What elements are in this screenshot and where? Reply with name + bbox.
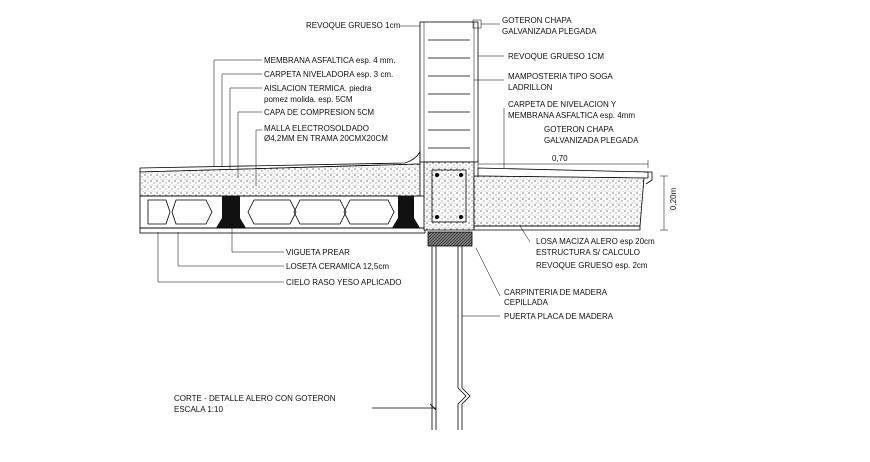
- label-goteron-chapa-top-b: GALVANIZADA PLEGADA: [502, 27, 597, 36]
- ceiling-plaster: [139, 227, 426, 234]
- label-dim-020: 0,20m: [669, 187, 678, 210]
- label-aislacion-1: AISLACION TERMICA. piedra: [264, 84, 372, 93]
- leader-lines: [157, 23, 531, 317]
- label-goteron-chapa-top: GOTERON CHAPA: [502, 16, 572, 25]
- label-revoque-grueso-1cm: REVOQUE GRUESO 1CM: [508, 52, 604, 61]
- label-mamposteria-2: LADRILLON: [508, 83, 553, 92]
- drawing-scale: ESCALA 1:10: [174, 405, 223, 414]
- label-carpinteria-1: CARPINTERIA DE MADERA: [504, 288, 608, 297]
- label-cielo-raso: CIELO RASO YESO APLICADO: [286, 278, 401, 287]
- label-membrana: MEMBRANA ASFALTICA esp. 4 mm.: [264, 56, 395, 65]
- compression-layer: [139, 163, 421, 197]
- label-carpinteria-2: CEPILLADA: [504, 298, 549, 307]
- label-goteron-chapa-2: GOTERON CHAPA: [544, 125, 614, 134]
- label-vigueta: VIGUETA PREAR: [286, 248, 350, 257]
- label-dim-070: 0,70: [552, 154, 568, 163]
- label-malla-1: MALLA ELECTROSOLDADO: [264, 124, 369, 133]
- label-revoque-grueso-2cm: REVOQUE GRUESO esp. 2cm: [536, 261, 648, 270]
- door-jamb: [372, 246, 471, 430]
- label-revoque-grueso-top: REVOQUE GRUESO 1cm: [306, 21, 401, 30]
- goteron-edge: [644, 171, 653, 185]
- label-goteron-chapa-2b: GALVANIZADA PLEGADA: [544, 136, 639, 145]
- wood-frame: [427, 231, 473, 247]
- vigueta-1: [216, 196, 246, 228]
- label-aislacion-2: pomez molida. esp. 5CM: [264, 95, 353, 104]
- label-carpeta-nivelacion-1: CARPETA DE NIVELACION Y: [508, 100, 617, 109]
- label-capa-compresion: CAPA DE COMPRESION 5CM: [264, 108, 374, 117]
- label-malla-2: Ø4,2MM EN TRAMA 20CMX20CM: [264, 134, 388, 143]
- dimensions: [477, 160, 668, 231]
- label-mamposteria-1: MAMPOSTERIA TIPO SOGA: [508, 72, 613, 81]
- main-slab: [139, 150, 426, 234]
- label-loseta: LOSETA CERAMICA 12,5cm: [286, 262, 389, 271]
- drawing-title: CORTE - DETALLE ALERO CON GOTERON: [174, 394, 336, 403]
- vigueta-2: [392, 196, 420, 228]
- label-carpeta-niveladora: CARPETA NIVELADORA esp. 3 cm.: [264, 70, 393, 79]
- masonry-wall: [419, 19, 482, 163]
- label-losa-2: ESTRUCTURA S/ CALCULO: [536, 248, 640, 257]
- label-losa-1: LOSA MACIZA ALERO esp 20cm: [536, 237, 655, 246]
- block-row: [139, 195, 426, 229]
- lintel-beam: [423, 161, 475, 247]
- cantilever-slab: [473, 167, 653, 231]
- annotation-labels: REVOQUE GRUESO 1cm GOTERON CHAPA GALVANI…: [174, 16, 678, 414]
- label-puerta: PUERTA PLACA DE MADERA: [504, 312, 614, 321]
- label-carpeta-nivelacion-2: MEMBRANA ASFALTICA esp. 4mm: [508, 111, 635, 120]
